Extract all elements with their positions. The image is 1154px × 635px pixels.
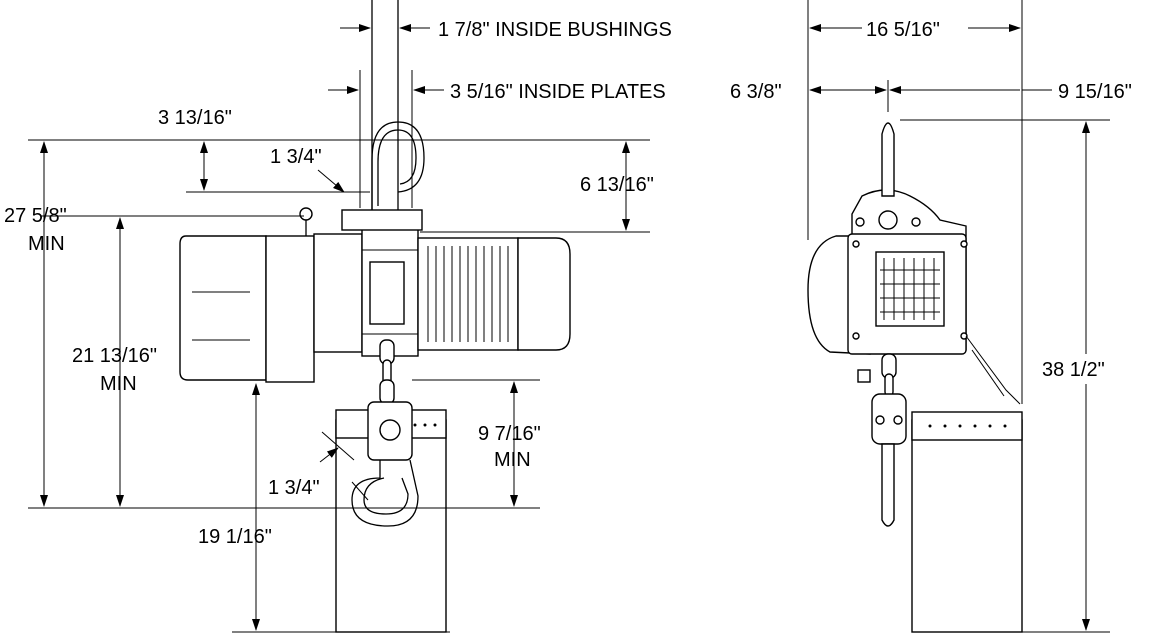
label-inside-plates: 3 5/16" INSIDE PLATES [450,81,666,103]
front-view: 1 7/8" INSIDE BUSHINGS 3 5/16" INSIDE PL… [4,0,672,633]
dim-bottom-hook-throat: 1 3/4" [268,431,355,499]
label-bag-height: 19 1/16" [198,526,272,548]
dim-inside-bushings: 1 7/8" INSIDE BUSHINGS [340,19,672,41]
label-bottom-clearance-min: 9 7/16" [478,423,541,445]
load-chain-side [857,353,907,527]
dim-bottom-clearance-min: 9 7/16" MIN [478,381,541,507]
label-inside-bushings: 1 7/8" INSIDE BUSHINGS [438,19,672,41]
dim-inside-plates: 3 5/16" INSIDE PLATES [328,70,666,208]
dim-side-height: 38 1/2" [1040,121,1150,631]
bottom-hook [351,401,419,527]
hoist-body-front [179,207,571,383]
dim-side-width: 16 5/16" [809,19,1021,41]
label-side-width: 16 5/16" [866,19,940,41]
load-chain-front [379,339,395,405]
label-side-left-offset: 6 3/8" [730,81,782,103]
side-view: 16 5/16" 6 3/8" 9 15/16" 38 1/2" [730,0,1150,633]
dim-motor-top-offset: 6 13/16" [580,141,654,231]
label-body-to-hook-min: 21 13/16" [72,345,157,367]
label-side-right-offset: 9 15/16" [1058,81,1132,103]
label-side-height: 38 1/2" [1042,359,1105,381]
dim-overall-min: 27 5/8" MIN [4,141,67,507]
dim-side-right-offset: 9 15/16" [889,81,1132,103]
dim-top-hook-throat: 1 3/4" [270,146,345,193]
label-bottom-hook-throat: 1 3/4" [268,477,320,499]
label-motor-top-offset: 6 13/16" [580,174,654,196]
hoist-body-side [807,189,1021,405]
top-hook [371,0,425,210]
chain-bag-side [911,411,1023,633]
label-body-to-hook-min-suffix: MIN [100,373,137,395]
dim-top-hook-offset: 3 13/16" [158,107,232,191]
top-hook-side [881,122,895,197]
dim-body-to-hook-min: 21 13/16" MIN [72,217,157,507]
label-top-hook-offset: 3 13/16" [158,107,232,129]
label-top-hook-throat: 1 3/4" [270,146,322,168]
dim-bag-height: 19 1/16" [198,383,272,631]
label-overall-min: 27 5/8" [4,205,67,227]
label-bottom-clearance-min-suffix: MIN [494,449,531,471]
label-overall-min-suffix: MIN [28,233,65,255]
dim-side-left-offset: 6 3/8" [730,81,887,103]
